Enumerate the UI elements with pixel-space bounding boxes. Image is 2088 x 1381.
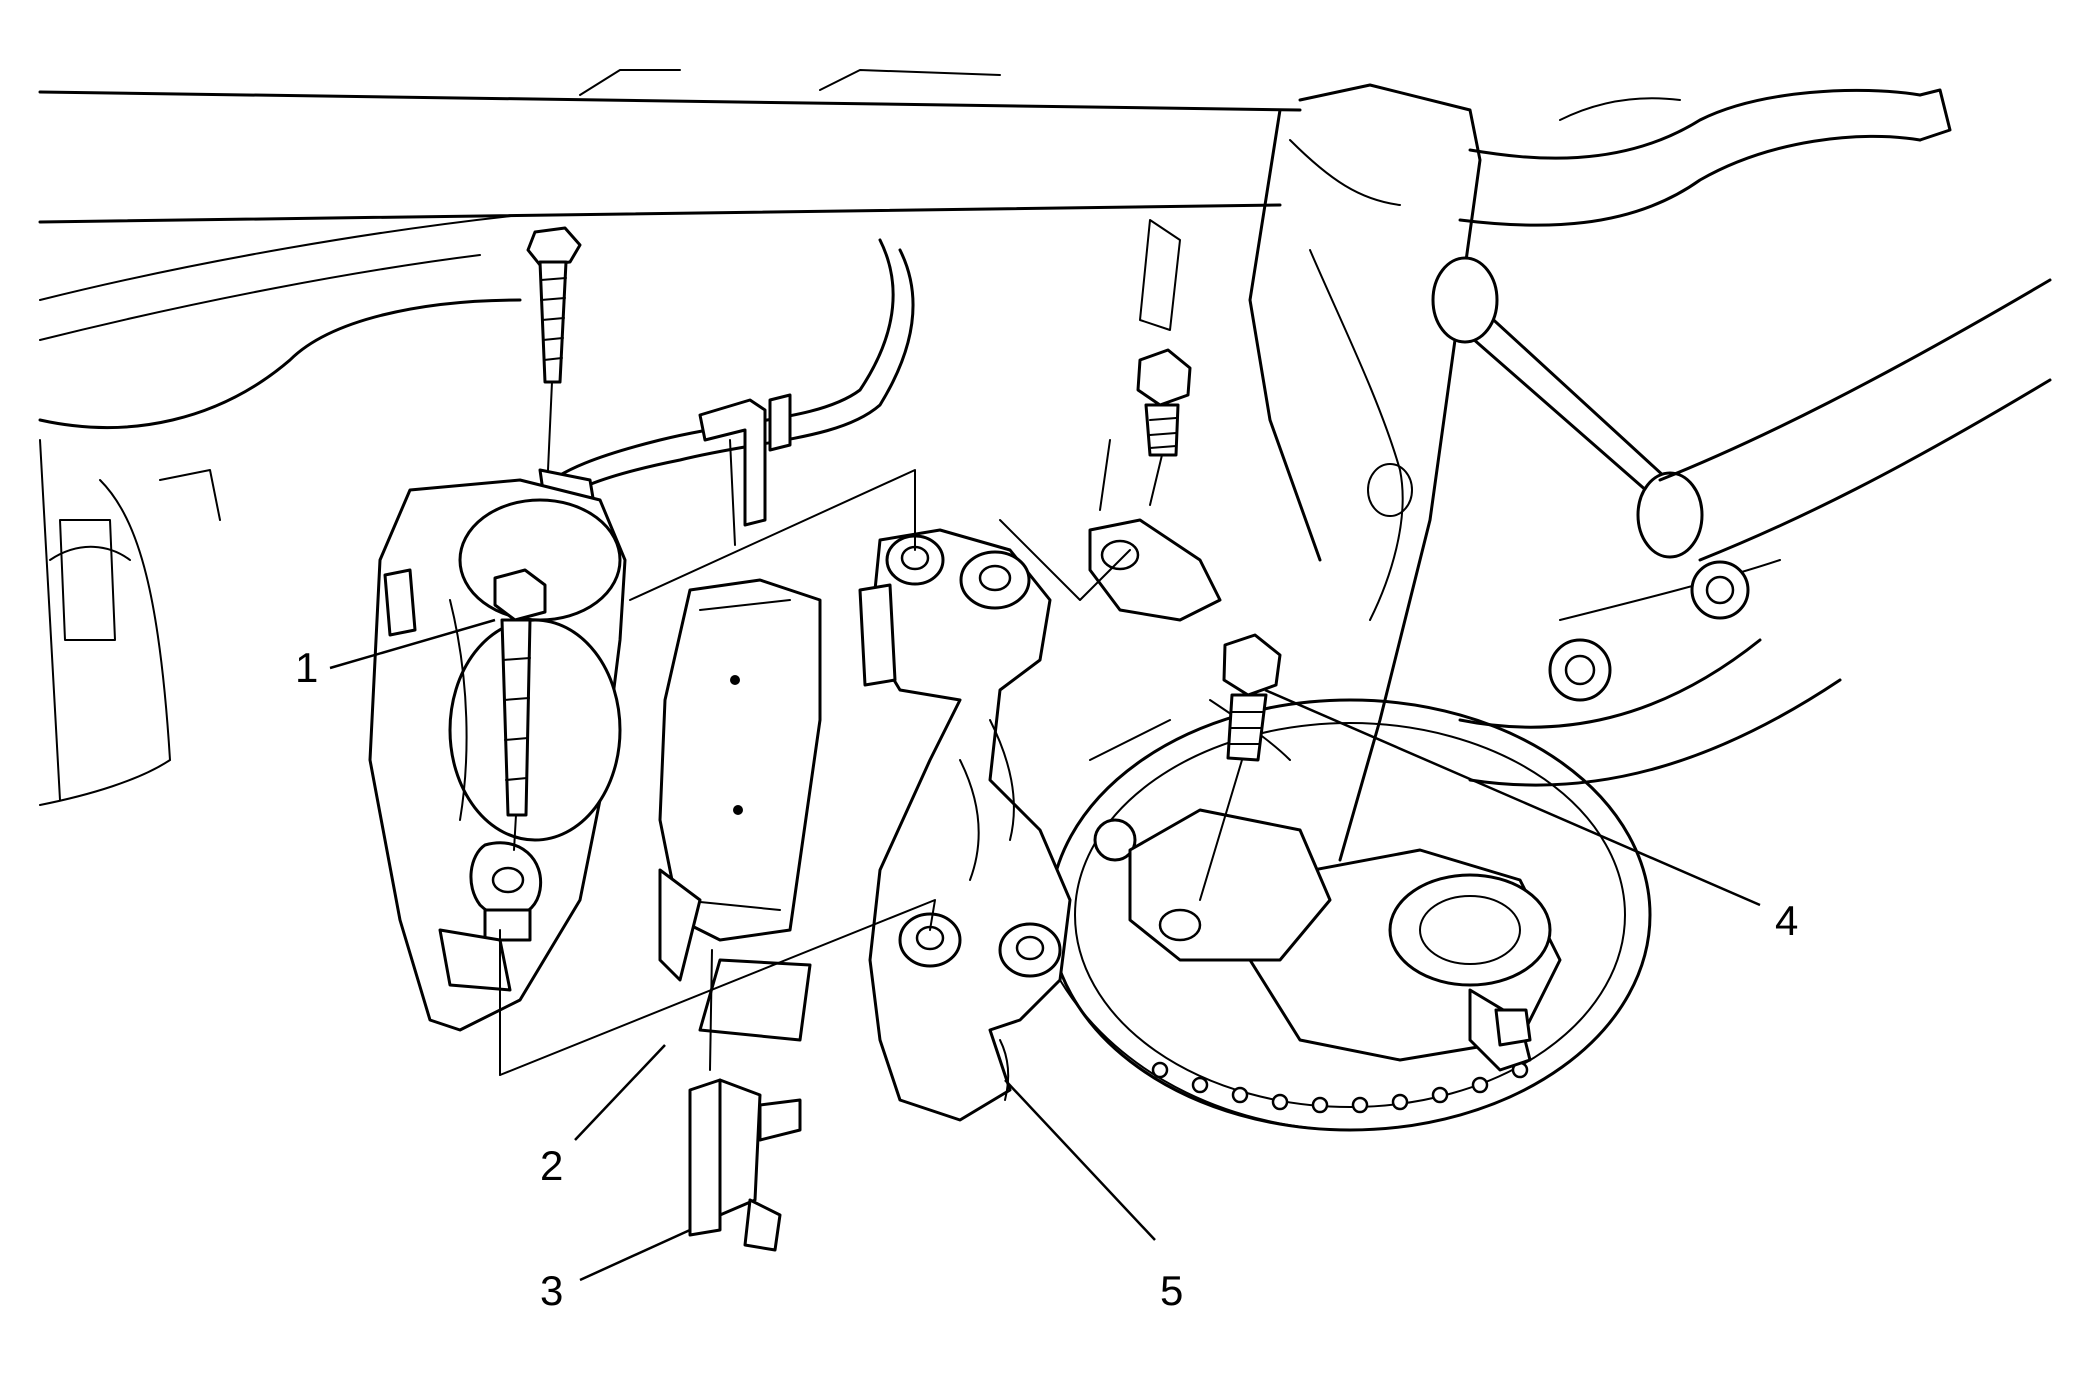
knuckle-mount-bracket (1088, 439, 1332, 962)
callout-4-label: 4 (1775, 897, 1798, 944)
brake-caliper (368, 478, 627, 1032)
callout-2-label: 2 (540, 1142, 563, 1189)
caliper-bracket-bolt-upper (1136, 348, 1192, 506)
brake-pad-inner (658, 578, 822, 1071)
callout-1-label: 1 (295, 644, 318, 691)
callout-1: 1 (295, 618, 496, 691)
callout-3-label: 3 (540, 1267, 563, 1314)
callout-4: 4 (1264, 688, 1798, 944)
caliper-bracket-bolt-lower (1199, 633, 1282, 901)
caliper-bolt-upper-1 (526, 226, 582, 471)
pad-retainer-clip-lower (688, 1078, 802, 1252)
callout-3: 3 (540, 1228, 691, 1314)
caliper-mounting-bracket (858, 528, 1072, 1122)
callout-2: 2 (540, 1044, 666, 1189)
caliper-bolt-lower-1 (493, 568, 547, 851)
assembly-guide-lines (499, 469, 1131, 1076)
brake-rotor-hub (1048, 698, 1652, 1132)
chassis-frame (38, 69, 1302, 806)
rotor-vents (1151, 1061, 1529, 1114)
steering-knuckle-assembly (1139, 83, 2052, 862)
callout-5: 5 (1004, 1079, 1183, 1314)
callout-5-label: 5 (1160, 1267, 1183, 1314)
pad-retainer-clip-upper (698, 393, 792, 546)
